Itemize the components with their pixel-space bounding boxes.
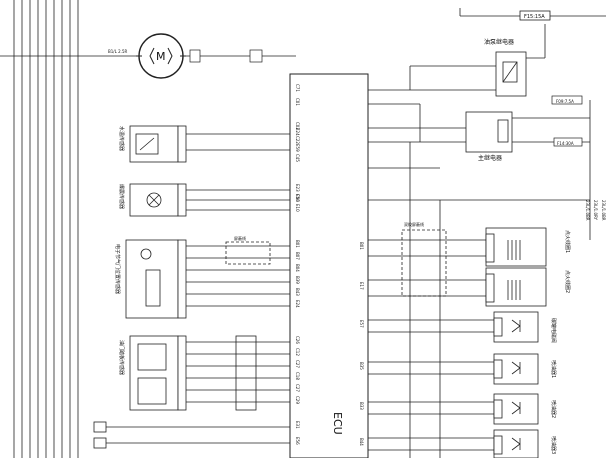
sensor-label-water: 水温传感器 <box>118 126 125 151</box>
ecu-label: ECU <box>331 412 344 435</box>
right-vertical-label-1: 23L/1.0BR <box>585 200 590 221</box>
ecu-pin-left: E10 <box>295 204 300 212</box>
sensor-label-throttle: 电子节气门位置传感器 <box>114 244 121 294</box>
ecu-pin-left: E31 <box>295 421 300 429</box>
fuses-right <box>551 95 583 147</box>
ecu-pin-left: C27 <box>295 360 300 368</box>
ecu-pin-left: B07 <box>295 252 300 260</box>
ecu-pin-left: B43 <box>295 288 300 296</box>
ecu-pin-left: E23 <box>295 184 300 192</box>
ignition-coil-1 <box>368 227 547 267</box>
top-feed <box>459 8 606 21</box>
ecu-pin-left: E56 <box>295 437 300 445</box>
ecu-pin-right: B01 <box>359 242 364 250</box>
fuse-b-label: F14:30A <box>557 141 574 146</box>
oil-pump-relay-label: 油泵继电器 <box>484 38 514 46</box>
ecu-pins-left: C71C01C02C22C45C03E24E59E23E56E10B01B07B… <box>295 84 300 445</box>
ecu-pin-right: B44 <box>359 438 364 446</box>
right-vertical-label-3: 23L/1.0BR <box>601 200 606 221</box>
ecu-pin-right: E17 <box>359 282 364 290</box>
main-relay <box>368 100 591 240</box>
ecu-pin-left: C22 <box>295 136 300 144</box>
knock-sensor <box>129 183 290 217</box>
ecu-pin-left: E24 <box>295 128 300 136</box>
ignition-label-2: 点火线圈2 <box>564 270 571 293</box>
injector-label-3: 喷油器3 <box>550 436 557 454</box>
injector-label-2: 喷油器2 <box>550 400 557 418</box>
ecu-box <box>289 73 369 458</box>
fuse-a-label: F09:7.5A <box>556 99 574 104</box>
fuel-pump-motor <box>0 33 296 79</box>
water-temp-sensor <box>129 125 290 163</box>
ecu-pin-right: E57 <box>359 320 364 328</box>
ecu-pin-left: C27 <box>295 384 300 392</box>
sensor-label-pedal: 油门踏板传感器 <box>118 340 125 375</box>
injector-label-canister: 碳罐电磁阀 <box>550 318 557 343</box>
sensor-label-knock: 爆震传感器 <box>118 184 125 209</box>
ecu-pin-left: C12 <box>295 348 300 356</box>
throttle-sensor <box>125 239 290 319</box>
ecu-pin-left: C02 <box>295 122 300 130</box>
fuse-main-label: F15:15A <box>524 14 545 20</box>
ecu-pin-left: C26 <box>295 336 300 344</box>
oil-pump-relay <box>368 24 546 105</box>
right-vertical-label-2: 23L/1.0RY <box>593 200 598 221</box>
ecu-pin-left: E59 <box>295 144 300 152</box>
ecu-pin-left: B39 <box>295 276 300 284</box>
ecu-pin-left: C03 <box>295 194 300 202</box>
main-relay-label: 主继电器 <box>478 154 502 162</box>
ecu-pin-left: C29 <box>295 396 300 404</box>
ecu-pin-left: B01 <box>295 240 300 248</box>
shield-label-mid: 双绞屏蔽线 <box>404 221 424 227</box>
shield-label-top: 屏蔽线 <box>234 235 246 241</box>
motor-connectors <box>189 49 263 63</box>
ignition-coil-2 <box>368 267 547 307</box>
injector-group <box>368 311 539 458</box>
ecu-pin-left: E24 <box>295 300 300 308</box>
ecu-pin-right: B35 <box>359 362 364 370</box>
pedal-sensor <box>129 335 290 411</box>
left-border-lines <box>13 0 79 458</box>
bottom-connectors <box>93 421 290 449</box>
ecu-pin-left: C71 <box>295 84 300 92</box>
motor-symbol: M <box>156 50 166 63</box>
ecu-pin-left: C45 <box>295 154 300 162</box>
motor-wire-label: B1/L 2.5R <box>108 49 127 54</box>
ecu-pin-left: C18 <box>295 372 300 380</box>
ecu-pin-left: C01 <box>295 98 300 106</box>
ignition-label-1: 点火线圈1 <box>564 230 571 253</box>
right-bus <box>368 142 590 458</box>
ecu-pin-left: B04 <box>295 264 300 272</box>
ecu-pin-left: E56 <box>295 194 300 202</box>
ecu-pin-right: B33 <box>359 402 364 410</box>
injector-label-1: 喷油器1 <box>550 360 557 378</box>
